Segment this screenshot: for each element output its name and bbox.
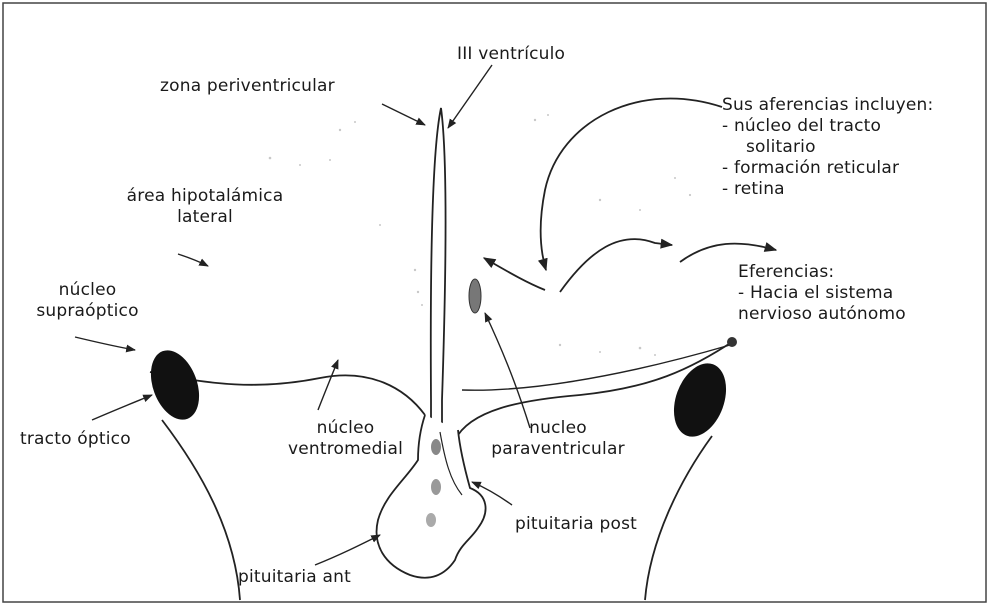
efferents-item-hacia: - Hacia el sistema [738, 283, 906, 304]
optic-tract-right [664, 356, 735, 444]
label-nucleo-ventromedial: núcleo ventromedial [283, 418, 408, 460]
arrow-area-hipotalamica [178, 254, 208, 266]
label-ventromedial-line1: núcleo [283, 418, 408, 439]
label-nucleo-supraoptico: núcleo supraóptico [30, 280, 145, 322]
afferent-arrow [541, 99, 722, 270]
label-supraoptico-line2: supraóptico [30, 301, 145, 322]
label-zona-periventricular: zona periventricular [160, 76, 335, 97]
optic-tract-left [142, 344, 208, 427]
afferents-block: Sus aferencias incluyen: - núcleo del tr… [722, 95, 933, 200]
efferent-arrow-2 [680, 244, 776, 262]
arrow-pituitaria-ant [315, 535, 380, 565]
third-ventricle-shape [431, 108, 446, 430]
label-ventromedial-line2: ventromedial [283, 439, 408, 460]
background-speckles [269, 114, 691, 356]
label-pituitaria-ant: pituitaria ant [238, 567, 351, 588]
label-nucleo-paraventricular: nucleo paraventricular [483, 418, 633, 460]
label-supraoptico-line1: núcleo [30, 280, 145, 301]
arrow-iii-ventriculo [448, 65, 492, 128]
stalk-dot-2 [431, 479, 441, 495]
label-pituitaria-post: pituitaria post [515, 514, 637, 535]
label-area-hipotalamica-lateral: área hipotalámica lateral [110, 186, 300, 228]
arrow-tracto-optico [92, 395, 152, 420]
afferents-item-retina: - retina [722, 179, 933, 200]
label-tracto-optico: tracto óptico [20, 429, 131, 450]
efferent-arrow-1 [560, 239, 672, 292]
afferents-item-formacion-reticular: - formación reticular [722, 158, 933, 179]
afferent-to-paraventricular-arrow [484, 258, 545, 290]
arrow-supraoptico [75, 337, 135, 350]
label-area-hipotalamica-line1: área hipotalámica [110, 186, 300, 207]
efferents-item-nervioso: nervioso autónomo [738, 304, 906, 325]
optic-curve-right [645, 436, 712, 600]
autonomic-dot [727, 337, 737, 347]
label-iii-ventriculo: III ventrículo [457, 44, 565, 65]
stalk-dot-1 [431, 439, 441, 455]
arrow-zona-periventricular [382, 104, 425, 125]
afferents-item-solitario: solitario [722, 137, 933, 158]
label-paraventricular-line1: nucleo [483, 418, 633, 439]
label-area-hipotalamica-line2: lateral [110, 207, 300, 228]
paraventricular-nucleus-shape [469, 279, 481, 313]
afferents-title: Sus aferencias incluyen: [722, 95, 933, 116]
efferents-block: Eferencias: - Hacia el sistema nervioso … [738, 262, 906, 325]
stalk-dot-3 [426, 513, 436, 527]
efferents-title: Eferencias: [738, 262, 906, 283]
label-paraventricular-line2: paraventricular [483, 439, 633, 460]
afferents-item-nucleo-tracto: - núcleo del tracto [722, 116, 933, 137]
arrow-ventromedial [318, 360, 338, 410]
optic-curve-left [162, 420, 240, 600]
